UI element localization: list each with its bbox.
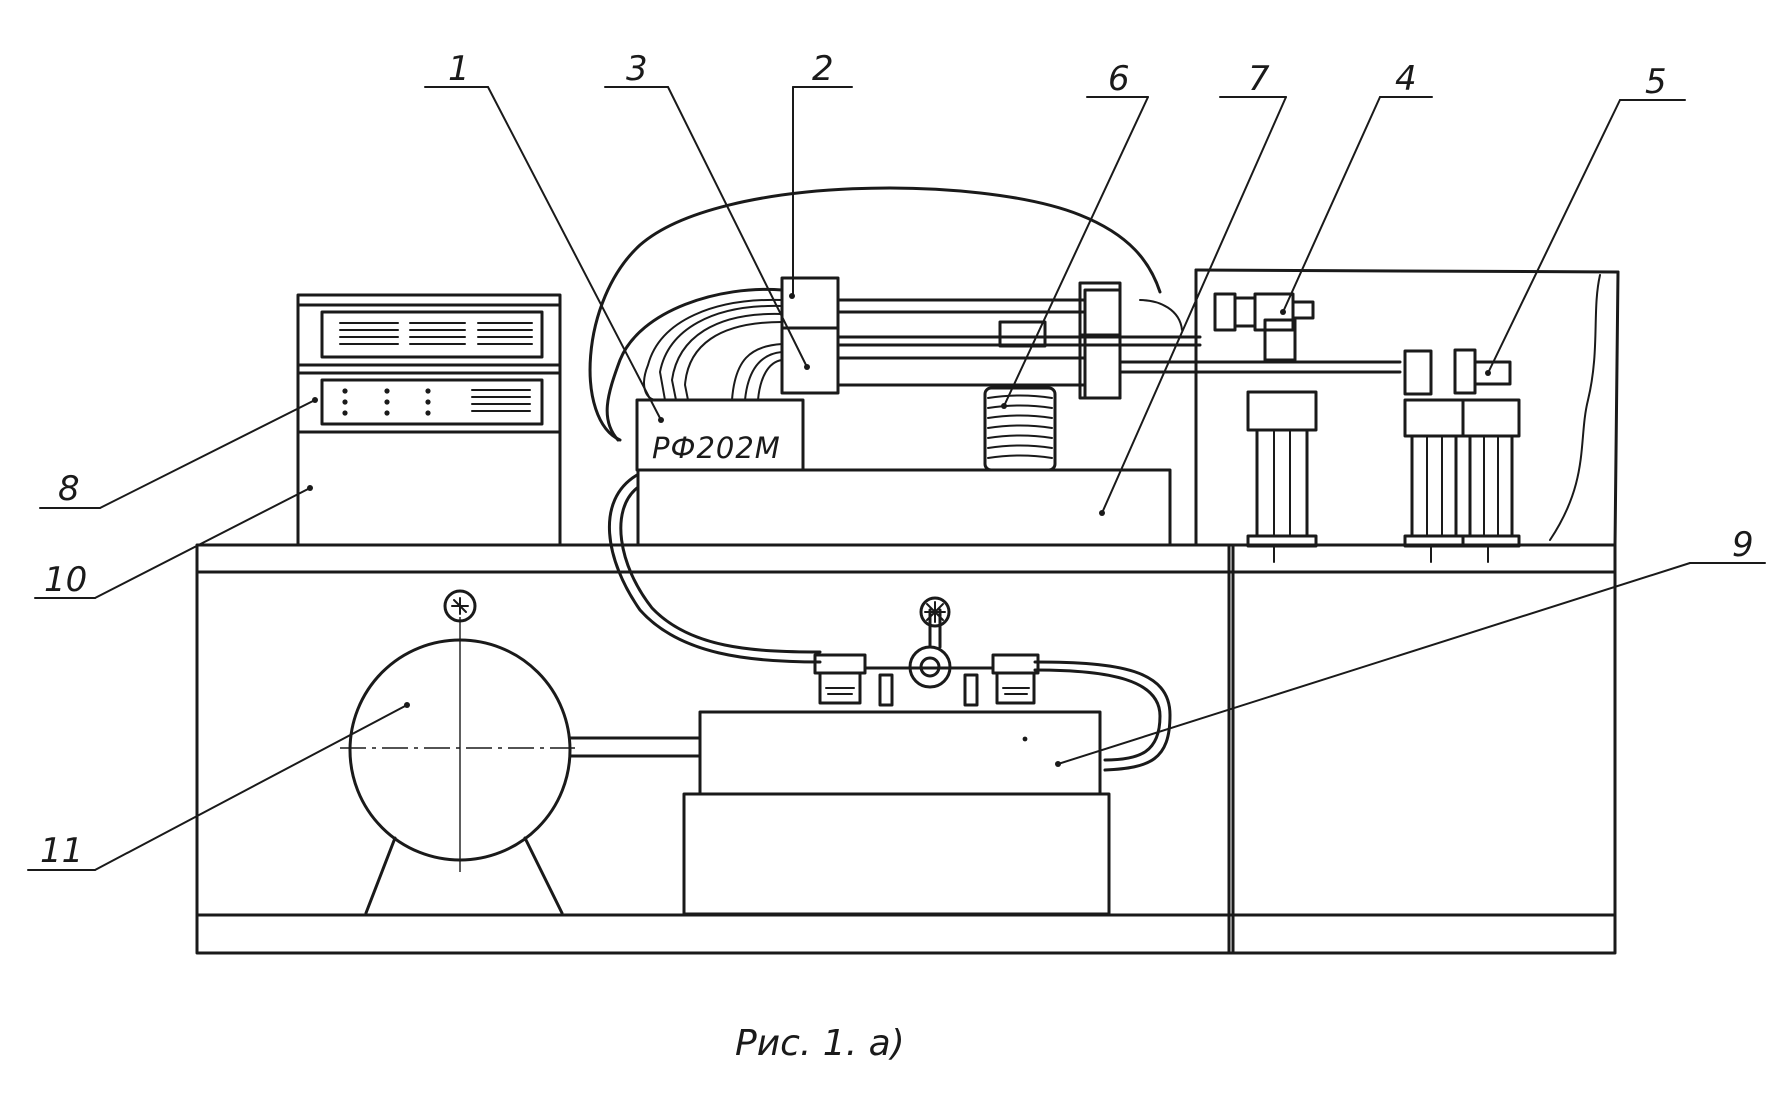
base-plate (636, 468, 1172, 547)
bench-frame (195, 543, 1617, 955)
rf202m-unit: РФ202М (635, 398, 805, 472)
callout-3: 3 (626, 49, 648, 89)
measuring-instrument (296, 293, 562, 547)
compressor-unit (682, 710, 1111, 916)
callout-2: 2 (812, 49, 834, 89)
bellows-spring (983, 386, 1057, 472)
callout-4: 4 (1395, 59, 1417, 99)
callout-1: 1 (448, 49, 470, 89)
callout-10: 10 (44, 560, 87, 600)
cable-bundle (588, 186, 1183, 442)
receiver-tank (340, 589, 702, 915)
callout-8: 8 (58, 469, 80, 509)
clamp-5 (1403, 348, 1512, 396)
valve-assembly (813, 596, 1040, 707)
clamp-4 (1213, 292, 1315, 362)
callout-numbers: 1 2 3 4 5 6 7 8 9 10 11 (40, 49, 1754, 871)
figure-caption: Рис. 1. а) (735, 1023, 905, 1064)
callout-leaders (27, 86, 1766, 871)
callout-9: 9 (1732, 525, 1754, 565)
right-enclosure (1194, 268, 1620, 547)
callout-7: 7 (1248, 59, 1270, 99)
hose-loop (608, 473, 1172, 772)
callout-5: 5 (1645, 62, 1667, 102)
callout-11: 11 (40, 831, 83, 871)
callout-6: 6 (1108, 59, 1130, 99)
support-columns (1246, 390, 1521, 563)
sensor-beam (780, 276, 1402, 400)
rf202m-label: РФ202М (652, 431, 781, 465)
